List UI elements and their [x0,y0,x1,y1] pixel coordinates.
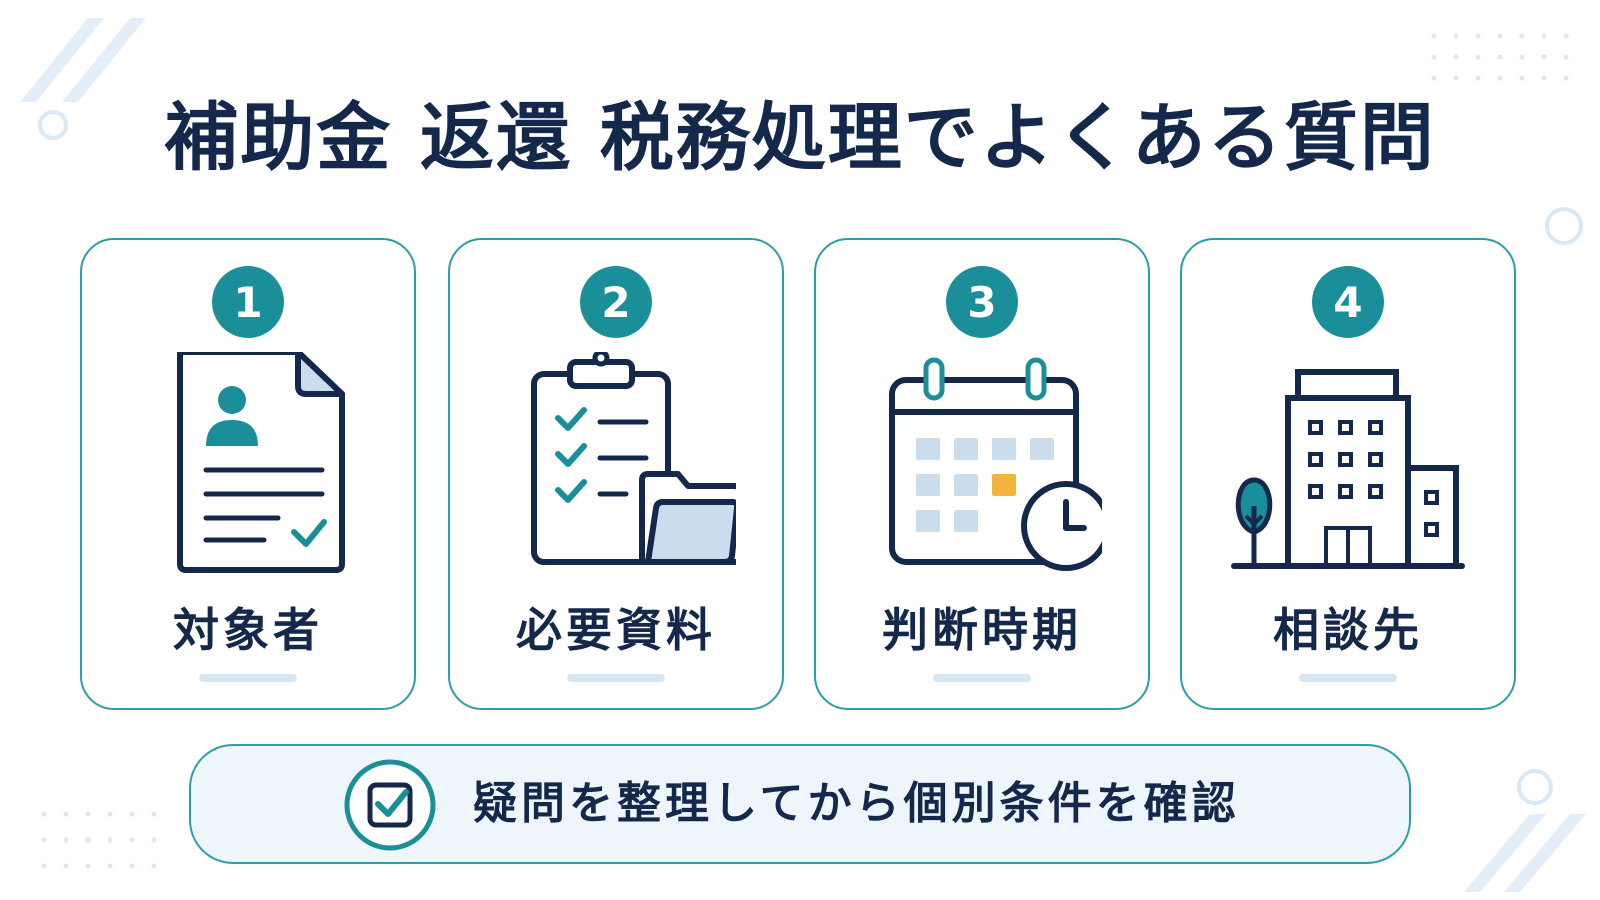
step-number-badge: 4 [1312,266,1384,338]
checkbox-icon [344,759,436,851]
banner-text: 疑問を整理してから個別条件を確認 [473,778,1240,829]
card-required-documents: 2 必要資料 [448,238,784,710]
card-label: 相談先 [1273,603,1423,657]
circle-outline-right [1545,207,1583,245]
step-number-badge: 1 [212,266,284,338]
circle-outline-left [38,110,68,140]
diagonal-stripes-top-left [20,18,146,102]
dot-grid-top-right [1431,33,1569,81]
card-underline [199,674,297,682]
step-number-badge: 2 [580,266,652,338]
card-target-person: 1 対象者 [80,238,416,710]
card-label: 判断時期 [882,603,1082,657]
circle-outline-bottom-right [1517,769,1553,805]
office-building-icon [1231,369,1465,569]
card-underline [933,674,1031,682]
card-underline [1299,674,1397,682]
card-judgment-timing: 3 判断時期 [814,238,1150,710]
summary-banner: 疑問を整理してから個別条件を確認 [189,744,1411,864]
step-number-badge: 3 [946,266,1018,338]
card-consultation: 4 相談先 [1180,238,1516,710]
diagonal-stripes-bottom-right [1464,814,1586,892]
card-underline [567,674,665,682]
dot-grid-bottom-left [41,811,157,869]
document-person-icon [177,352,345,573]
page-title: 補助金 返還 税務処理でよくある質問 [164,95,1436,181]
calendar-clock-icon [889,357,1102,571]
clipboard-folder-icon [531,352,736,565]
card-label: 対象者 [173,603,323,657]
card-label: 必要資料 [516,603,716,657]
